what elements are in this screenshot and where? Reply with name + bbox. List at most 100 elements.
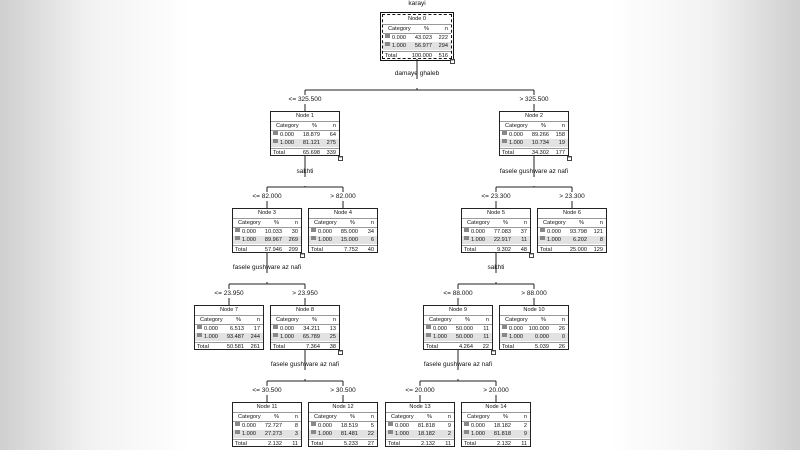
header-n: n [332, 317, 336, 323]
collapse-toggle-icon[interactable]: − [300, 252, 305, 258]
category-swatch-icon [540, 228, 545, 232]
total-label: Total [197, 344, 209, 350]
node-header-row: Category%n [309, 219, 377, 228]
category-swatch-icon [464, 228, 469, 232]
category-value: 1.000 [433, 334, 447, 340]
header-n: n [294, 220, 298, 226]
count-value: 64 [329, 132, 336, 138]
category-value: 1.000 [471, 237, 485, 243]
total-label: Total [385, 53, 397, 59]
percent-value: 77.083 [493, 229, 511, 235]
percent-value: 93.487 [226, 334, 244, 340]
node-title: Node 8 [271, 306, 339, 316]
total-percent: 25.000 [569, 247, 587, 253]
category-swatch-icon [385, 42, 390, 46]
node-title: Node 1 [271, 112, 339, 122]
percent-value: 6.202 [573, 237, 587, 243]
category-value: 1.000 [509, 334, 523, 340]
count-value: 275 [326, 140, 336, 146]
category-value: 0.000 [242, 423, 256, 429]
count-value: 11 [483, 334, 489, 340]
header-n: n [294, 414, 298, 420]
percent-value: 18.182 [417, 431, 435, 437]
split-label-node9: fasele gushware az nafi [423, 361, 493, 368]
count-value: 294 [438, 43, 448, 49]
category-value: 1.000 [395, 431, 409, 437]
total-percent: 2.132 [497, 441, 511, 447]
collapse-toggle-icon[interactable]: − [338, 349, 343, 355]
count-value: 6 [370, 237, 374, 243]
count-value: 2 [523, 423, 527, 429]
node-title: Node 0 [383, 15, 451, 25]
total-count: 11 [445, 441, 451, 447]
collapse-toggle-icon[interactable]: − [529, 252, 534, 258]
collapse-toggle-icon[interactable]: − [567, 155, 572, 161]
header-category: Category [543, 220, 566, 226]
percent-value: 10.734 [531, 140, 549, 146]
node-header-row: Category%n [309, 413, 377, 422]
node-header-row: Category%n [462, 413, 530, 422]
category-swatch-icon [502, 131, 507, 135]
percent-value: 81.818 [417, 423, 435, 429]
split-label-node5: sakhti [487, 264, 505, 271]
total-count: 129 [593, 247, 603, 253]
total-count: 177 [555, 150, 565, 156]
category-value: 1.000 [471, 431, 485, 437]
header-n: n [256, 317, 260, 323]
collapse-toggle-icon[interactable]: − [450, 58, 455, 64]
count-value: 244 [250, 334, 260, 340]
count-value: 5 [370, 423, 374, 429]
edge-label-8: > 23.950 [292, 290, 318, 297]
category-value: 0.000 [318, 229, 332, 235]
collapse-toggle-icon[interactable]: − [338, 155, 343, 161]
category-value: 1.000 [509, 140, 523, 146]
count-value: 3 [294, 431, 298, 437]
category-swatch-icon [273, 325, 278, 329]
category-swatch-icon [311, 228, 316, 232]
total-percent: 7.364 [306, 344, 320, 350]
edge-label-14: > 20.000 [483, 387, 509, 394]
count-value: 11 [483, 326, 489, 332]
category-swatch-icon [197, 333, 202, 337]
node-title: Node 12 [309, 403, 377, 413]
category-value: 0.000 [547, 229, 561, 235]
percent-value: 100.000 [528, 326, 549, 332]
header-percent: % [541, 317, 546, 323]
category-value: 0.000 [395, 423, 409, 429]
percent-value: 56.977 [414, 43, 432, 49]
percent-value: 18.519 [340, 423, 358, 429]
category-value: 0.000 [392, 35, 406, 41]
category-swatch-icon [235, 228, 240, 232]
total-percent: 57.946 [264, 247, 282, 253]
category-value: 1.000 [242, 431, 256, 437]
edge-label-10: > 88.000 [521, 290, 547, 297]
header-percent: % [312, 123, 317, 129]
collapse-toggle-icon[interactable]: − [491, 349, 496, 355]
